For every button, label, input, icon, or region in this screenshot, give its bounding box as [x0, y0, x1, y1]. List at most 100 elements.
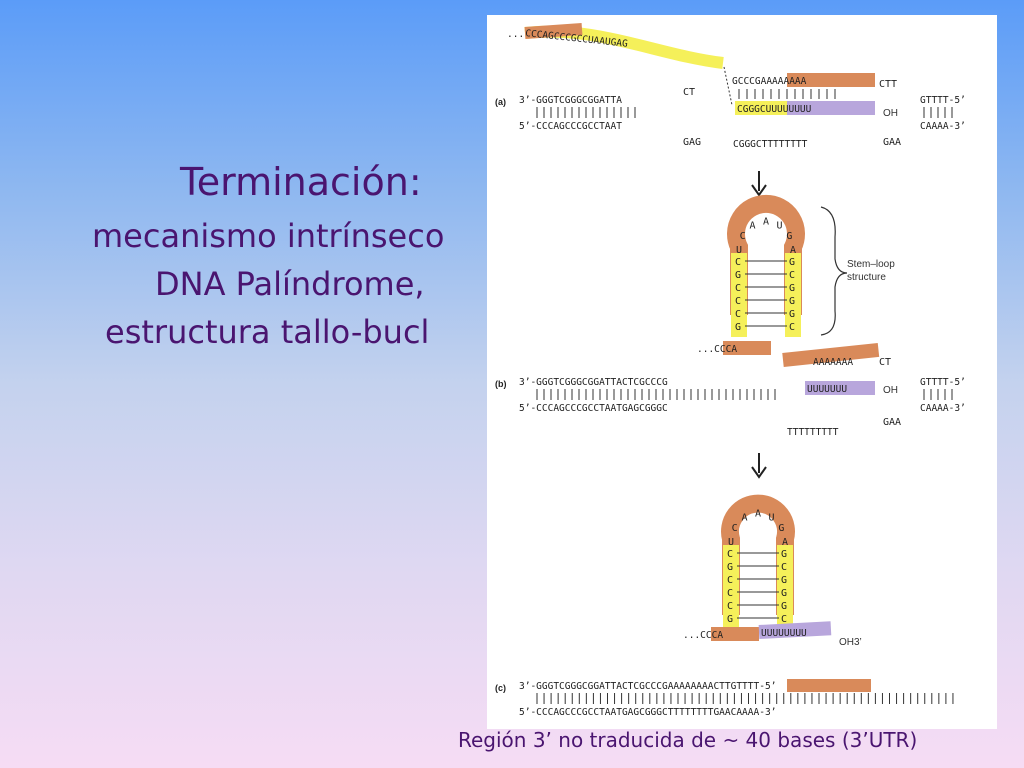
hairpin-loop-base: G: [786, 231, 792, 242]
stem-loop-brace: [820, 206, 848, 336]
hairpin-stem-left-base: G: [727, 614, 733, 625]
hairpin-loop-base: U: [728, 537, 734, 548]
arrow-down-icon-2: [751, 453, 767, 479]
panel-a-rna-orange-band: [524, 23, 583, 39]
panel-b-right-bonds: [923, 389, 953, 400]
panel-a-top-orange: [787, 73, 875, 87]
termination-figure: (a) ... CCCAGCCCGCCUAAUGAG 3’-GGGTCGGGCG…: [487, 15, 997, 729]
hairpin-loop-base: A: [750, 220, 756, 231]
panel-a-bubble-top: GCCCGAAAAAAAA: [732, 76, 807, 87]
panel-b-top: 3’-GGGTCGGGCGGATTACTCGCCCG: [519, 377, 668, 388]
panel-b-right-top: GTTTT-5’: [920, 377, 966, 388]
hairpin-c-stem-left-band: [723, 545, 739, 631]
hairpin-stem-left-base: C: [735, 283, 741, 294]
hairpin-b-stem-left-band: [731, 253, 747, 337]
panel-a-right-bottom-bend: GAA: [883, 137, 901, 148]
hairpin-stem-right-base: G: [781, 575, 787, 586]
panel-b-a-band: [782, 343, 880, 367]
hairpin-stem-right-base: C: [781, 562, 787, 573]
panel-b-u-band: [805, 381, 875, 395]
hairpin-loop-base: C: [732, 523, 738, 534]
hairpin-c-oh3: OH3’: [839, 637, 862, 648]
hairpin-stem-right-base: G: [789, 296, 795, 307]
hairpin-stem-left-base: C: [727, 549, 733, 560]
hairpin-stem-right-base: G: [781, 549, 787, 560]
panel-a-bottom-left: 5’-CCCAGCCCGCCTAAT: [519, 121, 622, 132]
hairpin-loop-base: U: [777, 220, 783, 231]
hairpin-c-rna-prefix: ...CCCA: [683, 630, 723, 641]
panel-c-label: (c): [495, 683, 506, 693]
panel-b-right-top-bend: CT: [879, 357, 891, 368]
hairpin-loop-base: A: [755, 509, 761, 520]
hairpin-stem-right-base: G: [789, 257, 795, 268]
stem-loop-label-1: Stem–loop: [847, 259, 895, 270]
panel-c-bonds: [536, 693, 954, 704]
panel-b-bonds: [536, 389, 776, 400]
panel-a-rna-yellow: [735, 101, 787, 115]
caption: Región 3’ no traducida de ~ 40 bases (3’…: [458, 728, 918, 752]
hairpin-stem-left-base: C: [735, 257, 741, 268]
hairpin-b-ccca-band: [723, 341, 771, 355]
slide-subtitle-line-1: mecanismo intrínseco: [92, 217, 445, 255]
panel-a-dotted-link: [723, 66, 733, 106]
hairpin-b-loop-band: [727, 195, 805, 315]
hairpin-stem-right-base: G: [789, 283, 795, 294]
panel-a-left-bonds: [536, 107, 636, 118]
hairpin-c-loop-band: [721, 494, 795, 615]
hairpin-stem-left-base: G: [727, 562, 733, 573]
panel-b-bubble-rna: UUUUUUU: [807, 384, 847, 395]
panel-b-right-bottom: CAAAA-3’: [920, 403, 966, 414]
hairpin-c-ccca-band: [711, 627, 759, 641]
panel-a-right-bonds: [923, 107, 953, 118]
arrow-down-icon: [751, 171, 767, 197]
hairpin-b-stem-right-band: [785, 253, 801, 337]
hairpin-c-u-tail: UUUUUUUU: [761, 628, 807, 639]
panel-b-oh: OH: [883, 385, 898, 396]
panel-a-left-top-bend: CT: [683, 87, 695, 98]
panel-b-label: (b): [495, 379, 507, 389]
hairpin-loop-base: G: [778, 523, 784, 534]
slide-subtitle-line-2: DNA Palíndrome,: [155, 265, 425, 303]
panel-b-right-bottom-bend: GAA: [883, 417, 901, 428]
panel-a-rna-tail-prefix: ...: [507, 29, 524, 40]
hairpin-loop-base: U: [736, 245, 742, 256]
hairpin-loop-base: C: [740, 231, 746, 242]
hairpin-stem-right-base: G: [789, 309, 795, 320]
hairpin-loop-base: U: [769, 512, 775, 523]
panel-a-top-left: 3’-GGGTCGGGCGGATTA: [519, 95, 622, 106]
hairpin-loop-base: A: [742, 512, 748, 523]
hairpin-stem-left-base: C: [727, 588, 733, 599]
panel-b-bubble-top: AAAAAAA: [813, 357, 853, 368]
panel-b-bubble-bottom: TTTTTTTTT: [787, 427, 839, 438]
hairpin-c-stem-right-band: [777, 545, 793, 631]
hairpin-stem-left-base: C: [735, 296, 741, 307]
stem-loop-label-2: structure: [847, 272, 886, 283]
panel-a-label: (a): [495, 97, 506, 107]
panel-b-bottom: 5’-CCCAGCCCGCCTAATGAGCGGGC: [519, 403, 668, 414]
hairpin-stem-left-base: C: [735, 309, 741, 320]
hairpin-stem-right-base: C: [781, 614, 787, 625]
termination-diagram-svg: (a) ... CCCAGCCCGCCUAAUGAG 3’-GGGTCGGGCG…: [495, 23, 966, 718]
panel-a-left-bottom-bend: GAG: [683, 137, 701, 148]
panel-a-rna-purple: [787, 101, 875, 115]
panel-c-bottom: 5’-CCCAGCCCGCCTAATGAGCGGGCTTTTTTTTGAACAA…: [519, 707, 776, 718]
panel-c: (c) 3’-GGGTCGGGCGGATTACTCGCCCGAAAAAAAACT…: [495, 679, 954, 718]
hairpin-loop-base: A: [782, 537, 788, 548]
panel-c-top: 3’-GGGTCGGGCGGATTACTCGCCCGAAAAAAAACTTGTT…: [519, 681, 776, 692]
slide-subtitle-line-3: estructura tallo-bucl: [105, 313, 430, 351]
hairpin-stem-right-base: C: [789, 322, 795, 333]
panel-a-right-bottom: CAAAA-3’: [920, 121, 966, 132]
panel-b: (b) 3’-GGGTCGGGCGGATTACTCGCCCG 5’-CCCAGC…: [495, 343, 966, 438]
hairpin-stem-right-base: C: [789, 270, 795, 281]
panel-a-right-top-bend: CTT: [879, 79, 897, 90]
hairpin-stem-left-base: C: [727, 601, 733, 612]
hairpin-c-u-band: [758, 621, 832, 639]
hairpin-stem-left-base: C: [727, 575, 733, 586]
hairpin-b-rna-prefix: ...CCCA: [697, 344, 737, 355]
hairpin-loop-base: A: [763, 217, 769, 228]
panel-c-a-band: [787, 679, 871, 692]
